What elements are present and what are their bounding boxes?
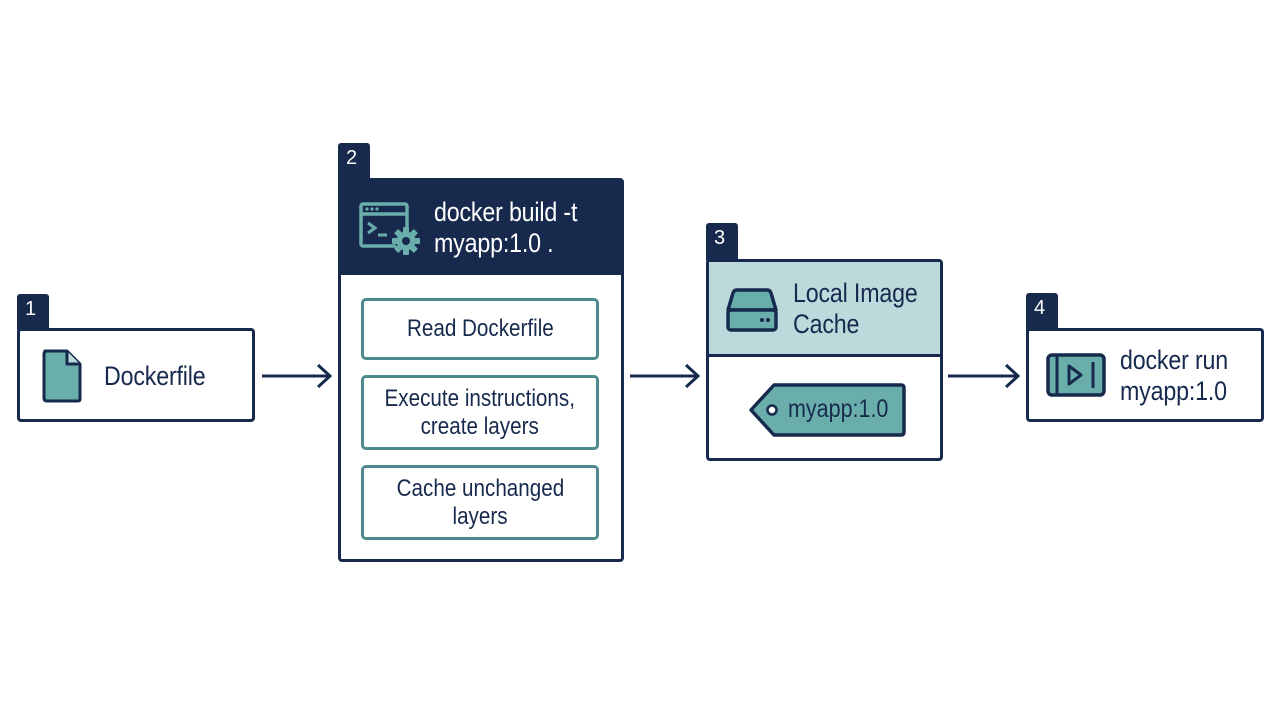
step-number-badge: 4 [1026, 293, 1058, 331]
file-icon [41, 348, 83, 409]
substep-cache-layers[interactable]: Cache unchanged layers [361, 465, 599, 540]
image-tag[interactable]: myapp:1.0 [748, 382, 908, 440]
docker-run-node[interactable]: docker run myapp:1.0 [1026, 328, 1264, 422]
terminal-gear-icon [358, 201, 424, 264]
substep-label: layers [452, 502, 508, 530]
image-tag-label: myapp:1.0 [788, 395, 889, 423]
docker-build-node[interactable]: docker build -t myapp:1.0 . Read Dockerf… [338, 178, 624, 562]
step-2-title-line-2: myapp:1.0 . [434, 228, 554, 258]
step-number-badge: 2 [338, 143, 370, 181]
step-1-title: Dockerfile [104, 361, 206, 391]
substep-label: Read Dockerfile [406, 315, 554, 342]
substep-label: Cache unchanged [396, 474, 564, 502]
step-4-title-line-2: myapp:1.0 [1120, 376, 1227, 406]
step-3-title-line-2: Cache [793, 309, 860, 339]
local-image-cache-node[interactable]: Local Image Cache myapp:1.0 [706, 259, 943, 461]
step-number-badge: 1 [17, 294, 49, 330]
arrow-3-to-4 [948, 363, 1021, 389]
substep-execute-instructions[interactable]: Execute instructions, create layers [361, 375, 599, 450]
step-3-title-line-1: Local Image [793, 278, 918, 308]
tag-icon [749, 383, 906, 437]
arrow-2-to-3 [630, 363, 701, 389]
docker-build-header: docker build -t myapp:1.0 . [341, 181, 621, 275]
hard-drive-icon [725, 286, 779, 339]
step-2-title-line-1: docker build -t [434, 197, 578, 227]
dockerfile-node[interactable]: Dockerfile [17, 328, 255, 422]
local-image-cache-header: Local Image Cache [709, 262, 940, 357]
substep-label: create layers [420, 412, 540, 440]
substep-label: Execute instructions, [384, 384, 576, 412]
play-container-icon [1045, 352, 1107, 403]
step-number-badge: 3 [706, 223, 738, 261]
step-4-title-line-1: docker run [1120, 345, 1228, 375]
arrow-1-to-2 [262, 363, 333, 389]
substep-read-dockerfile[interactable]: Read Dockerfile [361, 298, 599, 360]
